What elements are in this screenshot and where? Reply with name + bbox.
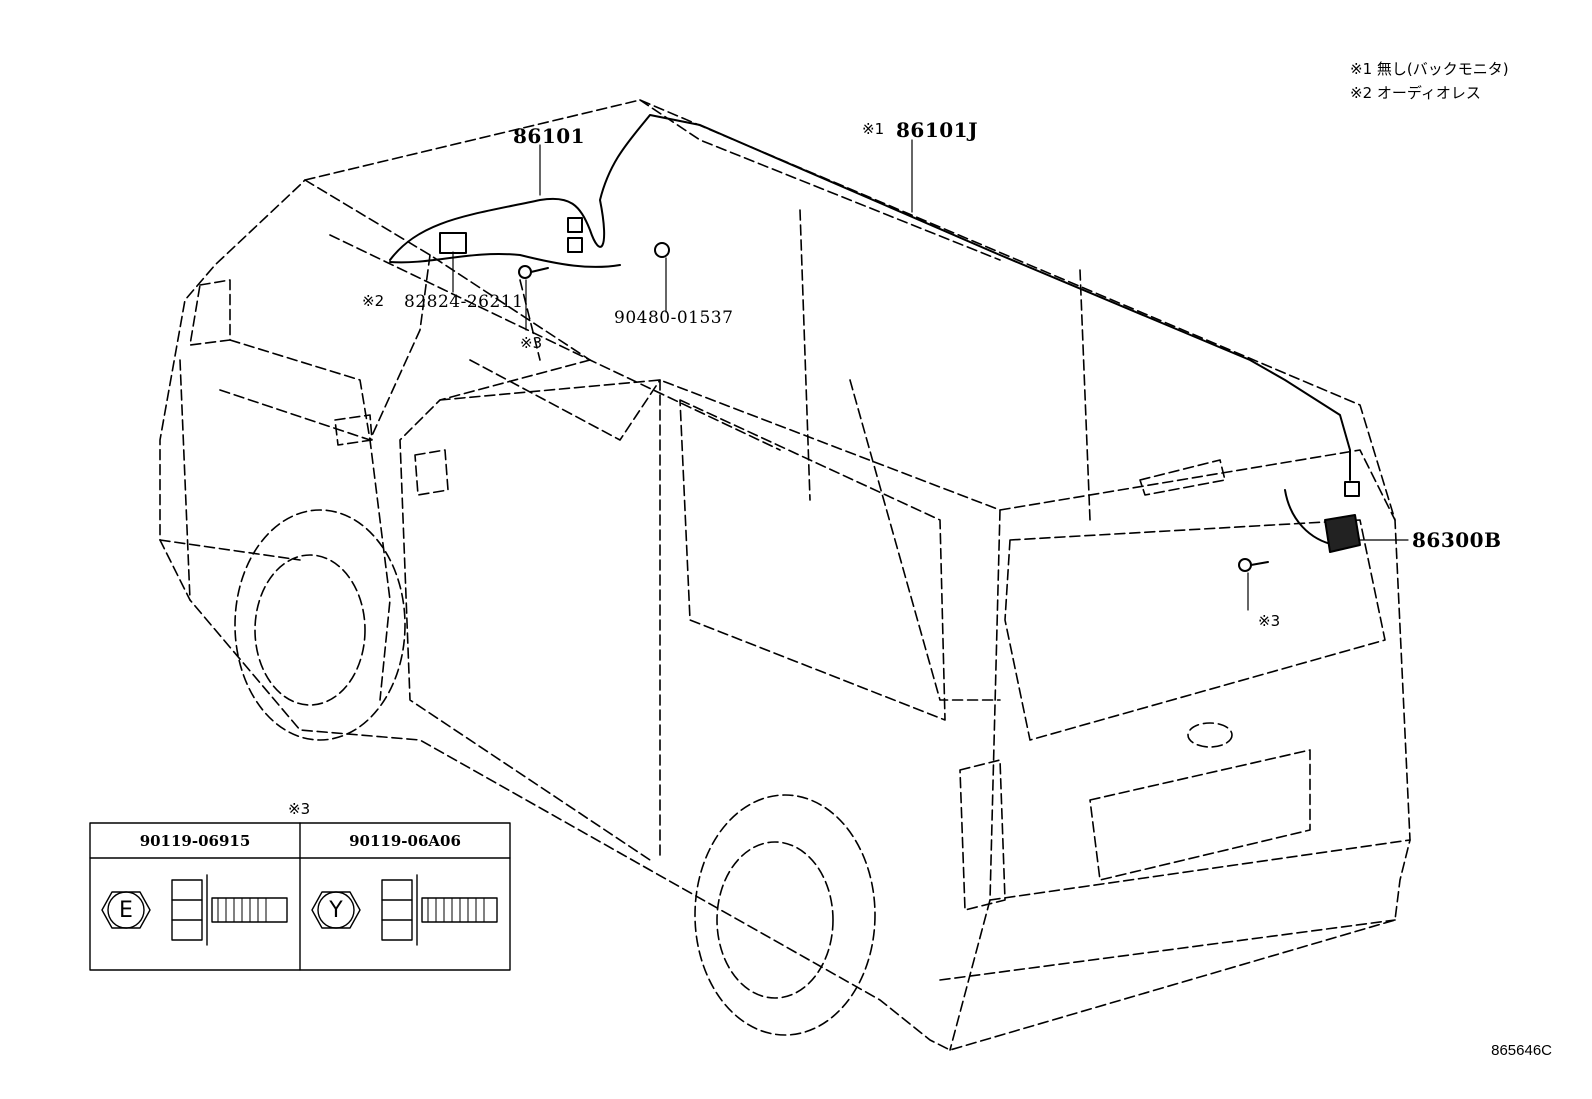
label-82824-prefix: ※2: [362, 292, 385, 310]
note-2: ※2 オーディオレス: [1350, 84, 1481, 102]
bolt-table-col1-part: 90119-06915: [139, 832, 251, 850]
bolt-table-mark: ※3: [288, 800, 311, 818]
diagram-code: 865646C: [1491, 1042, 1552, 1059]
wire-harness: [389, 114, 1361, 572]
note-1: ※1 無し(バックモニタ): [1350, 60, 1509, 78]
label-86101j: 86101J: [896, 118, 979, 142]
label-86101j-prefix: ※1: [862, 120, 885, 138]
label-86101: 86101: [513, 124, 586, 148]
label-90480-01537: 90480-01537: [614, 308, 734, 328]
bolt-table-col2-part: 90119-06A06: [349, 832, 461, 850]
wheels: [234, 509, 876, 1036]
van-windows: [189, 279, 1386, 911]
van-body: [159, 99, 1411, 1051]
bolt-e-letter: E: [119, 898, 133, 923]
label-mark3-rear: ※3: [1258, 612, 1281, 630]
bolt-table: [89, 822, 511, 971]
leader-lines: [452, 139, 1409, 611]
label-82824-26211: 82824-26211: [404, 292, 524, 312]
label-86300b: 86300B: [1412, 528, 1502, 552]
bolt-y-letter: Y: [328, 898, 343, 923]
label-mark3-front: ※3: [520, 334, 543, 352]
